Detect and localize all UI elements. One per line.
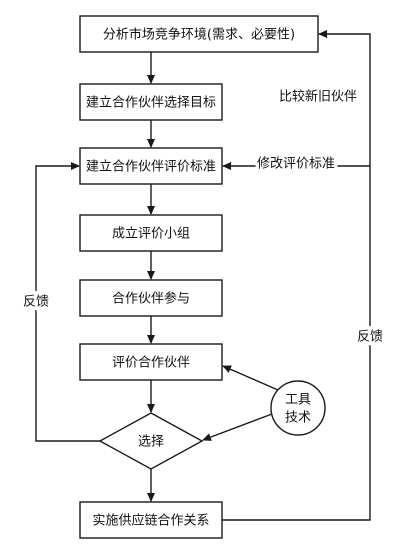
step-label-evaluation-criteria: 建立合作伙伴评价标准 bbox=[86, 160, 216, 175]
label-modify-criteria: 修改评价标准 bbox=[257, 157, 335, 172]
tools-label-line2: 技术 bbox=[285, 411, 311, 426]
arrow-tools-to-evaluate bbox=[222, 365, 279, 391]
step-label-evaluation-team: 成立评价小组 bbox=[112, 227, 190, 242]
step-box-partner-goals bbox=[79, 83, 223, 121]
label-compare-partners: 比较新旧伙伴 bbox=[279, 89, 357, 105]
step-label-evaluate-partners: 评价合作伙伴 bbox=[112, 356, 190, 371]
tools-label-line1: 工具 bbox=[285, 393, 311, 408]
step-box-implement-relationship bbox=[79, 501, 223, 539]
label-feedback-left: 反馈 bbox=[23, 295, 49, 310]
arrow-feedback-left bbox=[35, 162, 100, 442]
step-label-implement-relationship: 实施供应链合作关系 bbox=[92, 513, 209, 529]
step-box-evaluation-team bbox=[79, 214, 223, 252]
step-label-partner-goals: 建立合作伙伴选择目标 bbox=[86, 96, 216, 111]
step-box-evaluate-partners bbox=[79, 343, 223, 381]
step-label-analyze-market: 分析市场竞争环境(需求、必要性) bbox=[103, 27, 295, 43]
step-box-analyze-market bbox=[79, 15, 319, 53]
arrow-tools-to-decision bbox=[202, 413, 273, 441]
label-feedback-right: 反馈 bbox=[357, 330, 383, 345]
decision-label-select: 选择 bbox=[138, 435, 164, 450]
arrow-feedback-right bbox=[222, 30, 371, 521]
tools-circle bbox=[270, 380, 326, 436]
step-label-partner-participation: 合作伙伴参与 bbox=[112, 291, 190, 307]
